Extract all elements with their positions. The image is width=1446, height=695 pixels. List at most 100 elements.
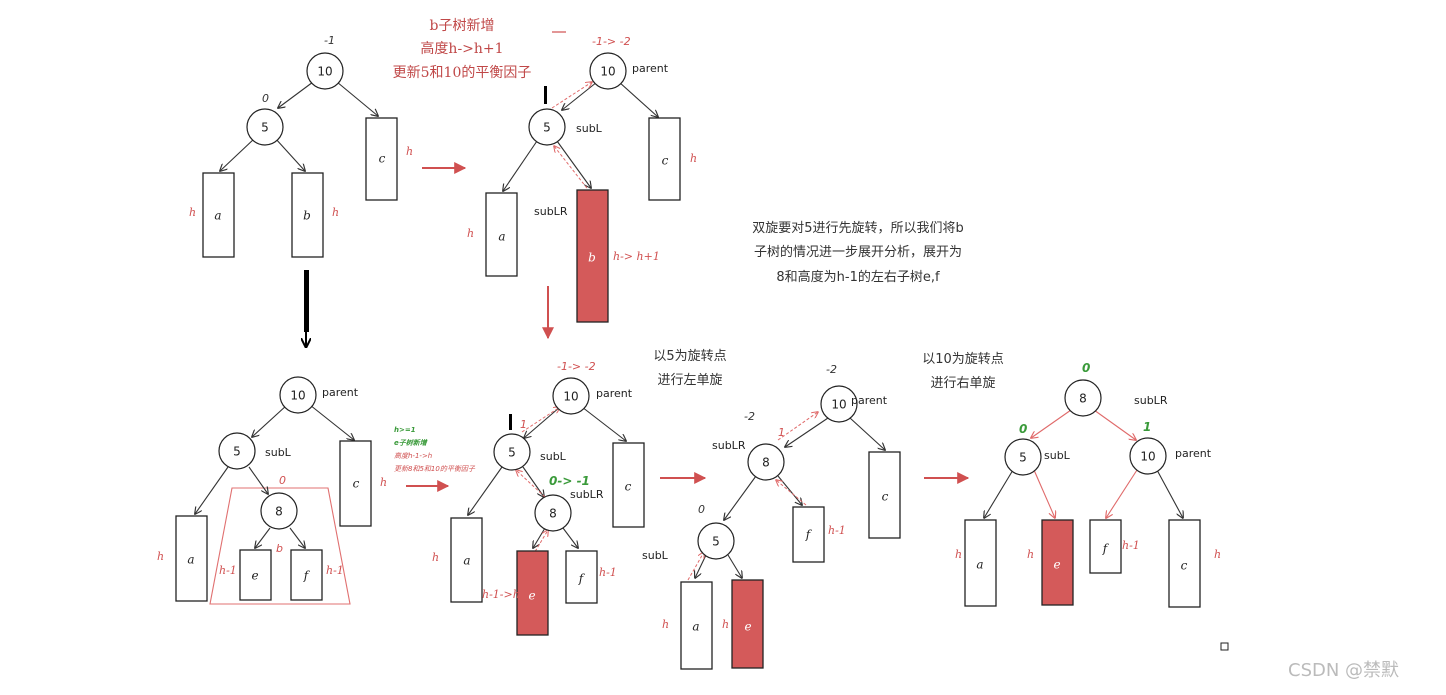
watermark: CSDN @禁默: [1288, 660, 1399, 681]
note-line4: 更新8和5和10的平衡因子: [394, 465, 476, 473]
node-5: 5: [697, 522, 735, 560]
bf-marker: [544, 86, 547, 104]
edge: [581, 406, 626, 441]
parent-label: parent: [851, 394, 888, 407]
caption-right-rotation: 以10为旋转点 进行右单旋: [922, 352, 1004, 391]
svg-text:5: 5: [1019, 451, 1027, 465]
subL-label: subL: [642, 549, 669, 562]
note-insert-e: h>=1 e子树新增 高度h-1->h 更新8和5和10的平衡因子: [394, 426, 476, 473]
bf-10-change: -1-> -2: [592, 35, 631, 48]
height-label: h: [380, 476, 387, 489]
subtree-b-label: b: [588, 251, 596, 265]
edge: [522, 466, 544, 497]
edge: [777, 475, 802, 505]
edge: [248, 466, 268, 494]
node-5: 5: [218, 432, 256, 470]
caption-left-rot-line2: 进行左单旋: [657, 373, 722, 388]
diagram-after-right-rotation: 0 8 subLR 0 5 subL 1 10 parent a h e h f…: [955, 361, 1221, 608]
subtree-e-label: e: [1053, 558, 1060, 572]
edge: [468, 466, 503, 515]
edge: [274, 137, 305, 171]
parent-label: parent: [1175, 447, 1212, 460]
subtree-e-grown: [516, 550, 549, 636]
caption-left-rotation: 以5为旋转点 进行左单旋: [653, 349, 726, 388]
edge: [562, 81, 598, 110]
caption-top-line2: 高度h->h+1: [420, 40, 503, 57]
edge: [252, 404, 288, 437]
subtree-f-label: f: [805, 528, 813, 542]
node-8: 8: [260, 492, 298, 530]
svg-text:10: 10: [317, 65, 332, 79]
height-change-label: h-1->h: [482, 588, 520, 601]
subtree-e: [239, 549, 272, 601]
node-10: 10: [1129, 437, 1167, 475]
node-10: 10: [589, 52, 627, 90]
edge: [984, 469, 1014, 518]
bf-5: 1: [520, 418, 527, 431]
height-label: h-1: [599, 566, 617, 579]
subtree-a: [680, 581, 713, 670]
note-line3: 高度h-1->h: [394, 452, 432, 460]
subtree-a-label: a: [498, 230, 505, 244]
svg-text:10: 10: [563, 390, 578, 404]
height-label: h: [432, 551, 439, 564]
height-label: h-1: [219, 564, 237, 577]
subtree-e: [731, 579, 764, 669]
subtree-e-label: e: [528, 589, 535, 603]
caption-right: 双旋要对5进行先旋转，所以我们将b 子树的情况进一步展开分析，展开为 8和高度为…: [752, 221, 964, 285]
svg-text:8: 8: [549, 507, 557, 521]
note-line1: h>=1: [394, 426, 416, 434]
edge: [503, 140, 538, 191]
height-change-label: h-> h+1: [613, 250, 660, 263]
subtree-c: [868, 451, 901, 539]
small-square: [1220, 642, 1229, 651]
subtree-a-label: a: [976, 558, 983, 572]
subtree-c-label: c: [662, 154, 669, 168]
caption-right-line1: 双旋要对5进行先旋转，所以我们将b: [752, 221, 964, 236]
subtree-a-label: a: [214, 209, 221, 223]
bf-8-change: 0-> -1: [549, 474, 590, 488]
height-label: h-1: [1122, 539, 1140, 552]
subtree-c: [648, 117, 681, 201]
subtree-a: [485, 192, 518, 277]
height-label: h: [157, 550, 164, 563]
edge: [785, 417, 829, 447]
edge: [724, 475, 757, 520]
height-label: h: [189, 206, 196, 219]
height-label: h: [722, 618, 729, 631]
subL-label: subL: [540, 450, 567, 463]
bf-5: 0: [1019, 422, 1027, 436]
subtree-e: [1041, 519, 1074, 606]
update-path: [777, 412, 818, 441]
bf-8: 0: [279, 474, 286, 487]
subtree-f-label: f: [1102, 542, 1110, 556]
caption-right-line2: 子树的情况进一步展开分析，展开为: [754, 244, 962, 260]
subtree-c-label: c: [379, 152, 386, 166]
subtree-b-grown: [576, 189, 609, 323]
bf-10: -2: [826, 363, 837, 376]
subLR-label: subLR: [712, 439, 746, 452]
edge: [524, 406, 561, 438]
subtree-c-label: c: [882, 490, 889, 504]
subtree-f-label: f: [303, 569, 311, 583]
parent-label: parent: [596, 387, 633, 400]
diagram-after-e-insert: 10 -1-> -2 parent 5 1 subL 0-> -1 subLR …: [432, 360, 645, 636]
subtree-c: [365, 117, 398, 201]
node-5: 5: [246, 108, 284, 146]
edge: [1106, 469, 1138, 518]
node-8: 8: [747, 443, 785, 481]
expand-arrow-shaft: [304, 270, 309, 332]
bf-8: -2: [744, 410, 755, 423]
subtree-a: [175, 515, 208, 602]
subL-label: subL: [265, 446, 292, 459]
node-10: 10: [820, 385, 858, 423]
edge: [278, 81, 314, 108]
subtree-f: [565, 550, 598, 604]
height-label: h-1: [828, 524, 846, 537]
caption-right-line3: 8和高度为h-1的左右子树e,f: [776, 269, 940, 285]
node-5: 5: [528, 108, 566, 146]
node-10: 10: [279, 376, 317, 414]
height-label: h: [955, 548, 962, 561]
svg-text:10: 10: [600, 65, 615, 79]
